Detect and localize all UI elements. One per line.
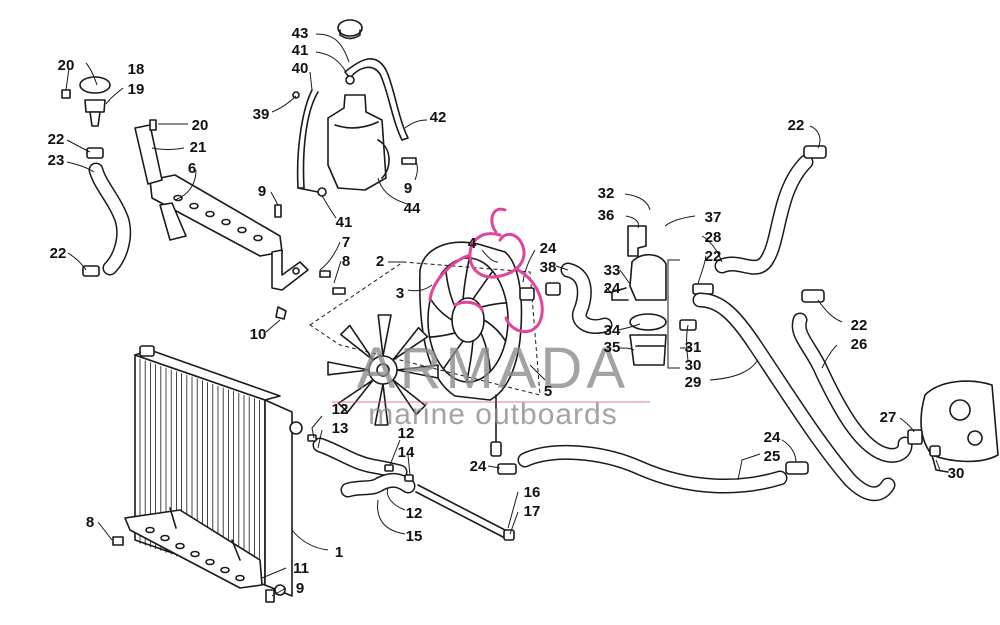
callout-3: 3 <box>396 285 404 302</box>
callout-9: 9 <box>296 580 304 597</box>
callout-27: 27 <box>880 409 897 426</box>
callout-5: 5 <box>544 383 552 400</box>
overflow-hoses <box>292 58 409 197</box>
callout-20: 20 <box>192 117 209 134</box>
callout-44: 44 <box>404 200 421 217</box>
callout-29: 29 <box>685 374 702 391</box>
fasteners <box>61 89 346 603</box>
callout-18: 18 <box>128 61 145 78</box>
leader-lines <box>65 33 941 597</box>
callout-31: 31 <box>685 339 702 356</box>
callout-21: 21 <box>190 139 207 156</box>
callout-39: 39 <box>253 106 270 123</box>
tube-16 <box>415 484 515 541</box>
callout-38: 38 <box>540 259 557 276</box>
callout-41: 41 <box>292 42 309 59</box>
callout-11: 11 <box>293 560 309 577</box>
callout-12: 12 <box>406 505 423 522</box>
callout-36: 36 <box>598 207 615 224</box>
callout-22: 22 <box>48 131 65 148</box>
coolant-reservoir <box>327 94 390 191</box>
callout-24: 24 <box>764 429 781 446</box>
reservoir-cap <box>337 19 363 40</box>
callout-24: 24 <box>470 458 487 475</box>
callout-9: 9 <box>258 183 266 200</box>
callout-17: 17 <box>524 503 541 520</box>
callout-41: 41 <box>336 214 353 231</box>
callout-6: 6 <box>188 160 196 177</box>
watermark: ARMADA marine outboards <box>332 207 650 431</box>
callout-10: 10 <box>250 326 267 343</box>
callout-23: 23 <box>48 152 65 169</box>
callout-8: 8 <box>86 514 94 531</box>
upper-mounting-bracket <box>134 124 283 257</box>
callout-7: 7 <box>342 234 350 251</box>
callout-4: 4 <box>468 235 477 252</box>
reservoir-bolt <box>401 157 417 165</box>
hose-bypass-38 <box>519 262 613 334</box>
callout-22: 22 <box>50 245 67 262</box>
callout-labels: 20 18 19 20 21 6 22 23 22 9 7 8 10 2 3 4… <box>48 25 965 597</box>
callout-34: 34 <box>604 322 621 339</box>
callout-32: 32 <box>598 185 615 202</box>
thermostat-housing <box>611 225 667 366</box>
hose-15 <box>340 472 416 498</box>
hose-28 <box>692 145 827 295</box>
callout-15: 15 <box>406 528 423 545</box>
callout-40: 40 <box>292 60 309 77</box>
callout-35: 35 <box>604 339 621 356</box>
callout-19: 19 <box>128 81 145 98</box>
water-pump-housing <box>907 380 999 473</box>
callout-37: 37 <box>705 209 722 226</box>
callout-25: 25 <box>764 448 781 465</box>
callout-8: 8 <box>342 253 350 270</box>
callout-12: 12 <box>398 425 415 442</box>
watermark-logo-icon <box>428 207 544 334</box>
callout-28: 28 <box>705 229 722 246</box>
callout-24: 24 <box>540 240 557 257</box>
callout-30: 30 <box>948 465 965 482</box>
hose-upper-left <box>82 147 132 277</box>
callout-13: 13 <box>332 420 349 437</box>
callout-20: 20 <box>58 57 75 74</box>
lower-radiator-bracket <box>124 507 263 589</box>
callout-22: 22 <box>788 117 805 134</box>
fan-shroud <box>418 241 523 457</box>
callout-12: 12 <box>332 401 349 418</box>
callout-30: 30 <box>685 357 702 374</box>
fan-side-bracket <box>271 249 309 291</box>
callout-22: 22 <box>851 317 868 334</box>
callout-22: 22 <box>705 248 722 265</box>
callout-2: 2 <box>376 253 384 270</box>
callout-43: 43 <box>292 25 309 42</box>
hose-25 <box>497 444 809 494</box>
callout-14: 14 <box>398 444 415 461</box>
callout-24: 24 <box>604 280 621 297</box>
callout-1: 1 <box>335 544 343 561</box>
fan-assembly-outline <box>309 261 541 396</box>
watermark-tagline: marine outboards <box>368 398 617 431</box>
radiator-cap <box>79 76 111 127</box>
fan-blade <box>327 314 439 426</box>
callout-42: 42 <box>430 109 447 126</box>
callout-16: 16 <box>524 484 541 501</box>
hose-26 <box>791 289 913 463</box>
callout-9: 9 <box>404 180 412 197</box>
watermark-brand: ARMADA <box>357 336 629 401</box>
callout-26: 26 <box>851 336 868 353</box>
callout-33: 33 <box>604 262 621 279</box>
